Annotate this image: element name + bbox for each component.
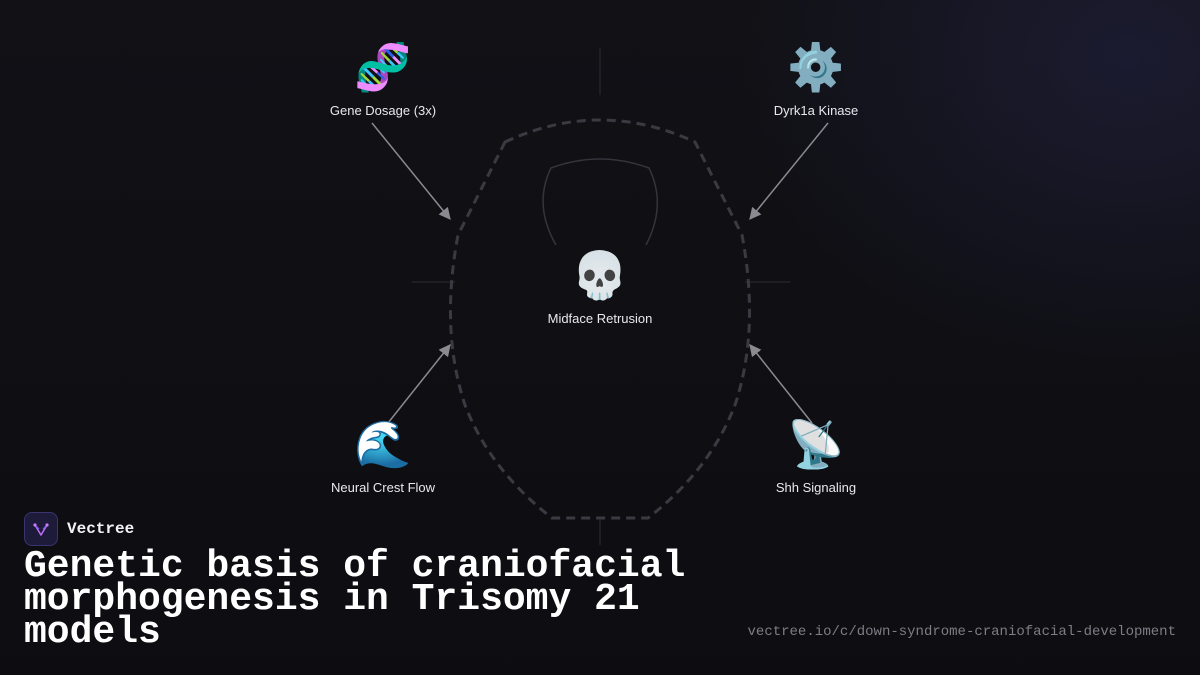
arrow-shh (749, 344, 813, 424)
satellite-dish-icon: 📡 (787, 417, 845, 471)
node-neural-crest-flow: 🌊 Neural Crest Flow (303, 416, 463, 495)
source-url[interactable]: vectree.io/c/down-syndrome-craniofacial-… (747, 624, 1176, 640)
node-label: Dyrk1a Kinase (773, 103, 859, 118)
node-dyrk1a-kinase: ⚙️ Dyrk1a Kinase (736, 39, 896, 118)
node-shh-signaling: 📡 Shh Signaling (736, 416, 896, 495)
brand-name: Vectree (67, 520, 135, 538)
node-gene-dosage: 🧬 Gene Dosage (3x) (303, 39, 463, 118)
arrow-gene-dosage (371, 122, 451, 220)
wave-icon: 🌊 (354, 417, 412, 471)
vectree-logo-icon (24, 512, 58, 546)
cranium-outline (542, 158, 658, 246)
skull-icon: 💀 (571, 248, 629, 302)
dna-icon: 🧬 (354, 40, 412, 94)
node-label: Gene Dosage (3x) (329, 103, 437, 118)
arrow-dyrk1a (749, 122, 829, 220)
node-label: Midface Retrusion (547, 311, 653, 326)
node-label: Shh Signaling (775, 480, 857, 495)
page-title: Genetic basis of craniofacial morphogene… (24, 545, 686, 654)
gear-icon: ⚙️ (787, 40, 845, 94)
node-label: Neural Crest Flow (330, 480, 436, 495)
arrow-neural-crest (387, 344, 451, 424)
brand: Vectree (24, 512, 134, 546)
node-midface-retrusion: 💀 Midface Retrusion (520, 247, 680, 326)
